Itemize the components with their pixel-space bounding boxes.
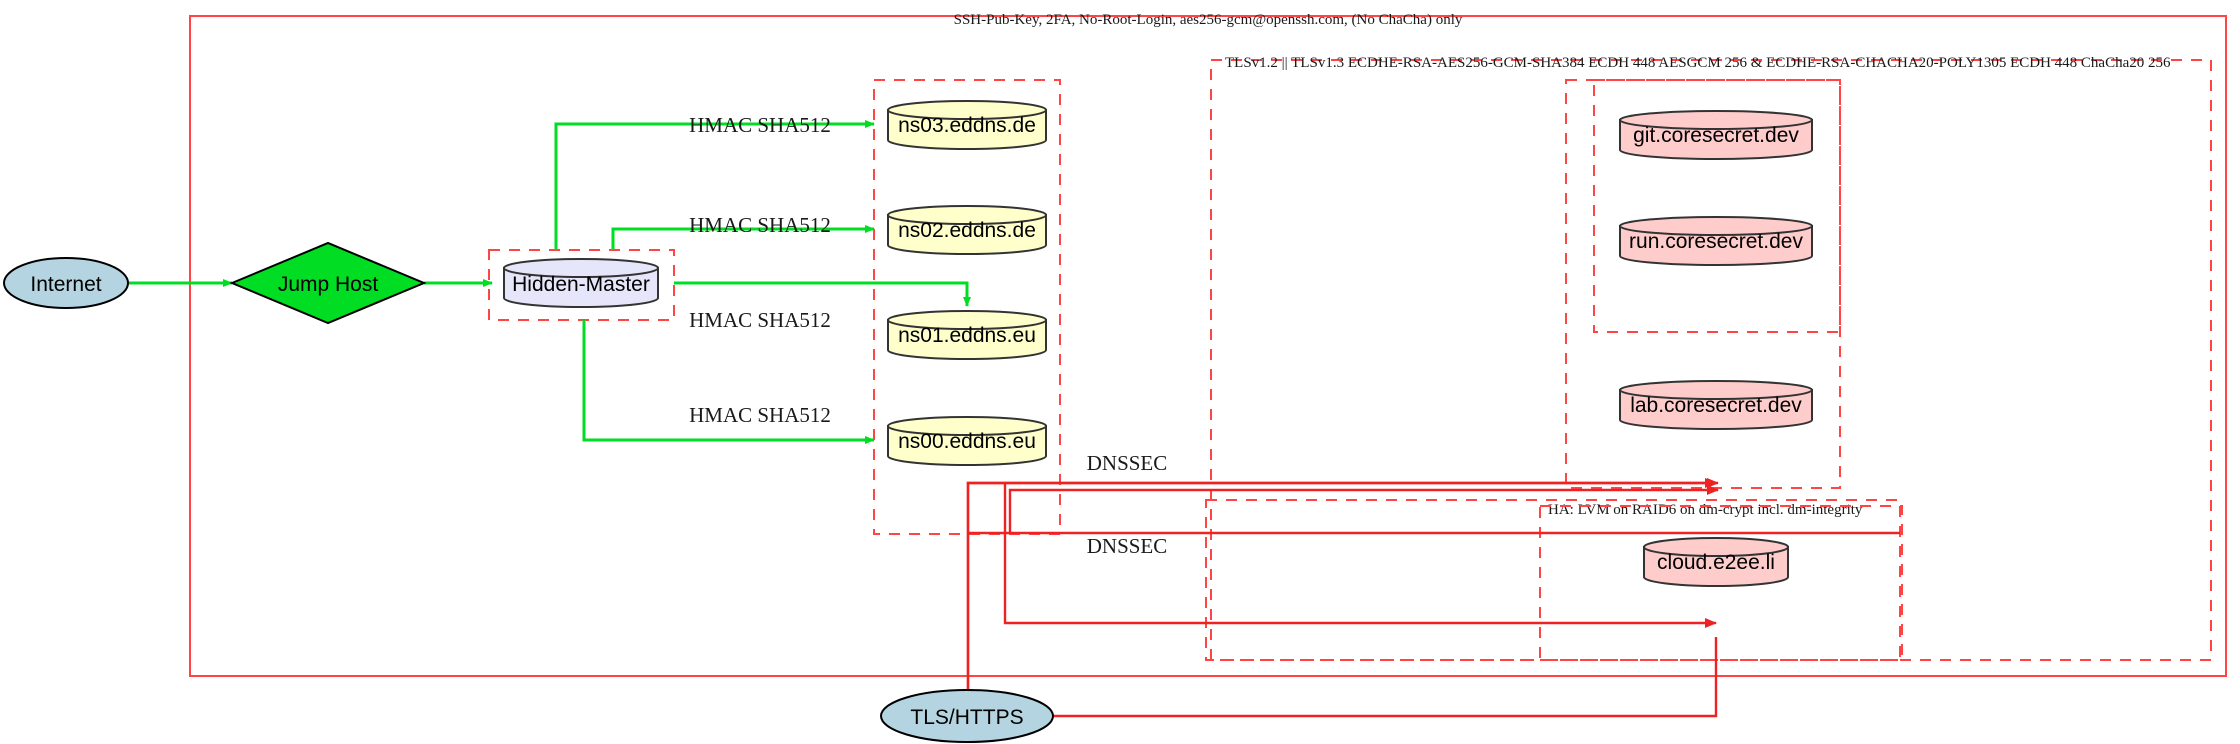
edge-red-d (1053, 637, 1718, 718)
git-coresecret-top (1619, 110, 1813, 130)
ns02-top (887, 205, 1047, 225)
edge-label-dnssec-1: DNSSEC (1087, 451, 1168, 475)
ns02-body (887, 214, 1047, 255)
node-git-coresecret[interactable]: git.coresecret.dev (1619, 110, 1813, 160)
tls-https-ellipse (880, 689, 1054, 743)
ns03-body (887, 109, 1047, 150)
ns03-top (887, 100, 1047, 120)
boundary-ha-zone (1205, 499, 1901, 661)
edge-label-hmac-2: HMAC SHA512 (689, 213, 831, 237)
ns00-label: ns00.eddns.eu (898, 430, 1036, 453)
cloud-e2ee-top (1643, 537, 1789, 557)
run-coresecret-top (1619, 216, 1813, 236)
edge-tls-appzone-b (1008, 485, 1719, 533)
internet-ellipse (3, 257, 129, 309)
lab-coresecret-label: lab.coresecret.dev (1630, 394, 1802, 417)
ns01-label: ns01.eddns.eu (898, 324, 1036, 347)
edge-red-a (966, 478, 1717, 700)
hidden-master-body (503, 267, 659, 308)
node-ns00[interactable]: ns00.eddns.eu (887, 416, 1047, 466)
node-run-coresecret[interactable]: run.coresecret.dev (1619, 216, 1813, 266)
edge-label-hmac-1: HMAC SHA512 (689, 113, 831, 137)
hidden-master-top (503, 258, 659, 278)
cloud-e2ee-label: cloud.e2ee.li (1657, 551, 1775, 574)
edge-master-ns02 (611, 225, 875, 250)
boundary-cloud-zone (1539, 505, 1903, 661)
internet-label: Internet (30, 273, 101, 296)
node-lab-coresecret[interactable]: lab.coresecret.dev (1619, 380, 1813, 430)
hidden-master-label: Hidden-Master (512, 273, 650, 296)
edge-master-ns03 (554, 120, 875, 250)
jump-host-diamond (229, 241, 427, 325)
ns01-top (887, 310, 1047, 330)
boundary-ssh-zone-label: SSH-Pub-Key, 2FA, No-Root-Login, aes256-… (954, 12, 1463, 28)
edge-label-hmac-3: HMAC SHA512 (689, 308, 831, 332)
run-coresecret-body (1619, 225, 1813, 266)
lab-coresecret-body (1619, 389, 1813, 430)
node-jump-host[interactable]: Jump Host (229, 241, 427, 325)
node-ns03[interactable]: ns03.eddns.de (887, 100, 1047, 150)
run-coresecret-label: run.coresecret.dev (1629, 230, 1803, 253)
ns03-label: ns03.eddns.de (898, 114, 1036, 137)
boundary-master-zone (488, 249, 675, 321)
node-internet[interactable]: Internet (3, 257, 129, 309)
edge-red-b (1003, 483, 1717, 628)
ns02-label: ns02.eddns.de (898, 219, 1036, 242)
jump-host-label: Jump Host (278, 273, 379, 296)
boundary-ha-zone-label: HA: LVM on RAID6 on dm-crypt incl. dm-in… (1548, 502, 1863, 518)
lab-coresecret-top (1619, 380, 1813, 400)
cloud-e2ee-body (1643, 546, 1789, 587)
edge-label-dnssec-2: DNSSEC (1087, 534, 1168, 558)
node-cloud-e2ee[interactable]: cloud.e2ee.li (1643, 537, 1789, 587)
node-ns02[interactable]: ns02.eddns.de (887, 205, 1047, 255)
boundary-tls-zone-label: TLSv1.2 || TLSv1.3 ECDHE-RSA-AES256-GCM-… (1225, 55, 2171, 71)
node-ns01[interactable]: ns01.eddns.eu (887, 310, 1047, 360)
git-coresecret-body (1619, 119, 1813, 160)
node-tls-https[interactable]: TLS/HTTPS (880, 689, 1054, 743)
ns00-top (887, 416, 1047, 436)
git-coresecret-label: git.coresecret.dev (1633, 124, 1799, 147)
node-hidden-master[interactable]: Hidden-Master (503, 258, 659, 308)
boundary-ssh-zone (189, 15, 2227, 677)
ns00-body (887, 425, 1047, 466)
edge-master-ns00 (582, 320, 875, 444)
boundary-app-zone-outer (1565, 79, 1841, 489)
tls-https-label: TLS/HTTPS (910, 706, 1023, 729)
edge-master-ns01 (674, 281, 971, 307)
edge-label-hmac-4: HMAC SHA512 (689, 403, 831, 427)
ns01-body (887, 319, 1047, 360)
